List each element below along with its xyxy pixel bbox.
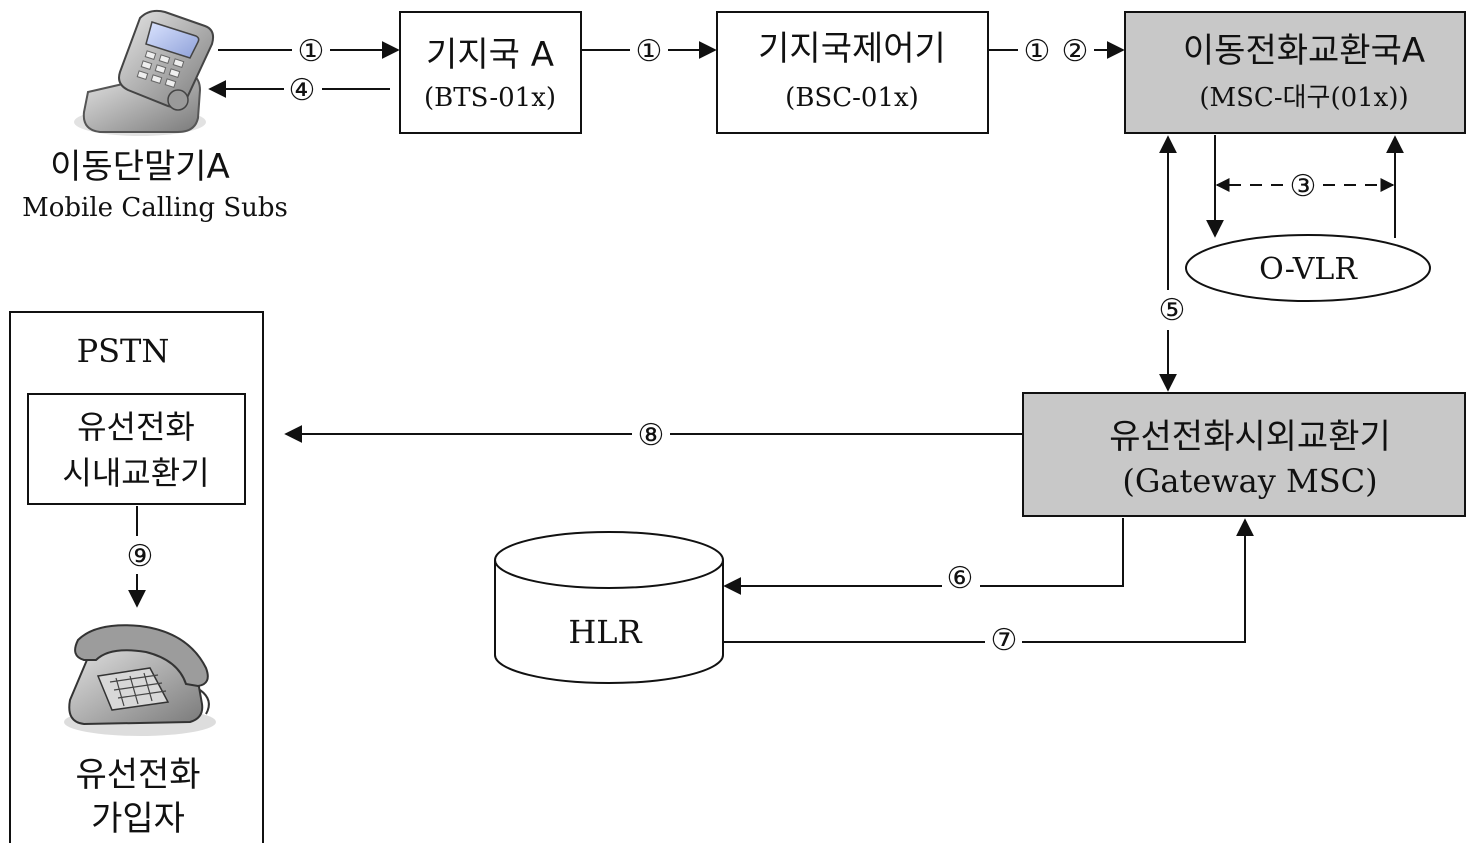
vlr-node: O-VLR [1185,234,1431,302]
msc-node: 이동전화교환국A (MSC-대구(01x)) [1124,11,1466,134]
pstn-label: PSTN [77,332,170,370]
step-8-label: ⑧ [638,418,665,453]
step-3-label: ③ [1290,169,1317,204]
edge-gmsc-hlr-a [980,518,1124,587]
mobile-terminal-sublabel: Mobile Calling Subs [22,193,288,223]
step-6-label: ⑥ [947,561,974,596]
mobile-terminal-label: 이동단말기A [50,147,230,187]
bts-sublabel: (BTS-01x) [424,83,556,113]
wired-subscriber-line1: 유선전화 [75,755,200,795]
bts-node: 기지국 A (BTS-01x) [399,11,582,134]
step-4-label: ④ [289,73,316,108]
pstn-container: PSTN [9,311,264,843]
desk-telephone-icon [64,624,216,736]
step-7-label: ⑦ [991,623,1018,658]
bsc-node: 기지국제어기 (BSC-01x) [716,11,989,134]
vlr-label: O-VLR [1259,252,1358,287]
bsc-label: 기지국제어기 [758,29,946,69]
step-1-label-b: ① [636,34,663,69]
step-1-label-c: ① [1024,34,1051,69]
msc-label: 이동전화교환국A [1183,31,1425,71]
local-exchange-node: 유선전화 시내교환기 [27,393,246,505]
hlr-label: HLR [568,613,642,651]
step-1-label-a: ① [298,34,325,69]
edge-hlr-gmsc-b [1022,518,1254,643]
local-exchange-line2: 시내교환기 [62,454,209,492]
gmsc-sublabel: (Gateway MSC) [1122,462,1377,500]
step-2-label: ② [1062,34,1089,69]
gmsc-node: 유선전화시외교환기 (Gateway MSC) [1022,392,1466,517]
step-5-label: ⑤ [1159,293,1186,328]
bts-label: 기지국 A [426,35,554,75]
gmsc-label: 유선전화시외교환기 [1109,417,1391,457]
step-9-label: ⑨ [127,539,154,574]
hlr-node: HLR [494,531,724,684]
wired-subscriber-line2: 가입자 [91,799,185,839]
local-exchange-line1: 유선전화 [77,408,195,446]
bsc-sublabel: (BSC-01x) [785,83,919,113]
msc-sublabel: (MSC-대구(01x)) [1199,83,1408,113]
mobile-phone-icon [74,9,215,136]
